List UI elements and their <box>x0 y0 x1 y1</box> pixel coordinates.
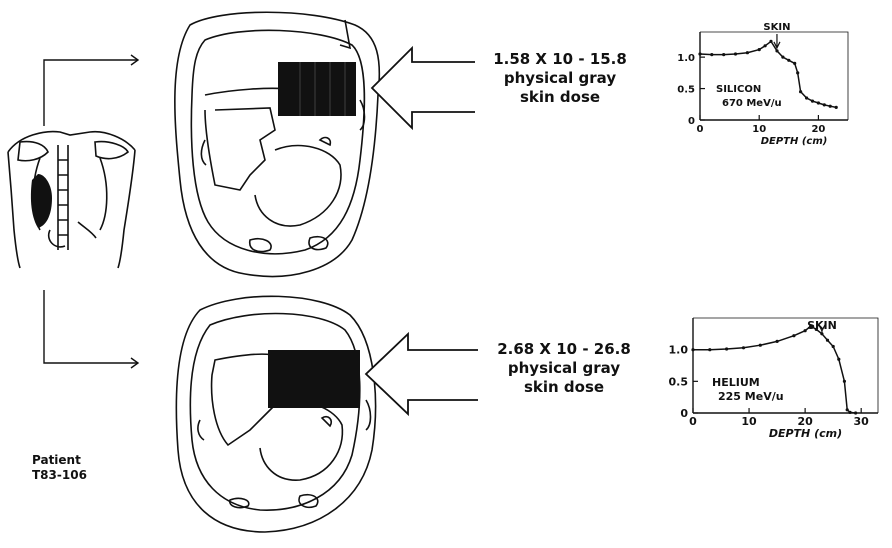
y-tick-label: 0 <box>688 116 695 127</box>
data-point <box>817 101 820 104</box>
x-tick-label: 0 <box>689 415 697 428</box>
data-point <box>708 348 711 351</box>
data-point <box>775 49 778 52</box>
skin-label: SKIN <box>763 22 790 33</box>
data-point <box>837 358 840 361</box>
ct-section-top <box>175 12 380 276</box>
data-point <box>759 344 762 347</box>
y-tick-label: 0.5 <box>677 85 695 96</box>
patient-label-line1: Patient <box>32 453 122 468</box>
dose-label-bottom: 2.68 X 10 - 26.8 physical gray skin dose <box>484 340 644 397</box>
data-point <box>734 52 737 55</box>
ion-energy: 670 MeV/u <box>722 98 782 109</box>
data-point <box>793 62 796 65</box>
data-point <box>691 348 694 351</box>
x-tick-label: 10 <box>741 415 757 428</box>
data-point <box>835 106 838 109</box>
y-tick-label: 0.5 <box>669 375 689 388</box>
dose-note-bottom: skin dose <box>484 378 644 397</box>
data-point <box>698 52 701 55</box>
treatment-field-top <box>278 62 356 116</box>
y-tick-label: 1.0 <box>677 53 695 64</box>
data-point <box>742 346 745 349</box>
patient-label: Patient T83-106 <box>32 453 122 483</box>
patient-id: T83-106 <box>32 468 122 483</box>
lung-tumor-region <box>31 174 52 228</box>
x-axis-label: DEPTH (cm) <box>769 427 842 440</box>
data-point <box>826 339 829 342</box>
data-point <box>746 51 749 54</box>
data-point <box>725 347 728 350</box>
beam-arrow-top <box>372 48 475 128</box>
data-point <box>823 103 826 106</box>
data-point <box>722 53 725 56</box>
ion-energy: 225 MeV/u <box>718 390 784 403</box>
x-tick-label: 30 <box>854 415 870 428</box>
x-tick-label: 0 <box>697 124 704 135</box>
data-point <box>710 53 713 56</box>
data-point <box>758 48 761 51</box>
data-point <box>811 100 814 103</box>
x-axis-label: DEPTH (cm) <box>761 136 828 147</box>
ion-name: SILICON <box>716 84 761 95</box>
x-tick-label: 10 <box>752 124 766 135</box>
ct-section-bottom <box>176 296 375 532</box>
data-point <box>829 105 832 108</box>
data-point <box>787 59 790 62</box>
dose-note-top: skin dose <box>480 88 640 107</box>
dose-unit-top: physical gray <box>480 69 640 88</box>
x-tick-label: 20 <box>811 124 825 135</box>
data-point <box>769 40 772 43</box>
dose-value-bottom: 2.68 X 10 - 26.8 <box>484 340 644 359</box>
data-point <box>764 44 767 47</box>
data-point <box>848 411 851 414</box>
y-tick-label: 1.0 <box>669 344 689 357</box>
data-point <box>846 408 849 411</box>
dose-value-top: 1.58 X 10 - 15.8 <box>480 50 640 69</box>
data-point <box>796 71 799 74</box>
data-point <box>854 411 857 414</box>
y-tick-label: 0 <box>680 407 688 420</box>
data-point <box>843 380 846 383</box>
beam-arrow-bottom <box>366 334 478 414</box>
data-point <box>832 345 835 348</box>
data-point <box>792 334 795 337</box>
dose-unit-bottom: physical gray <box>484 359 644 378</box>
torso-illustration <box>8 132 135 268</box>
data-point <box>799 90 802 93</box>
data-point <box>805 96 808 99</box>
data-point <box>776 340 779 343</box>
treatment-field-bottom <box>268 350 360 408</box>
ion-name: HELIUM <box>712 376 760 389</box>
data-point <box>781 56 784 59</box>
dose-label-top: 1.58 X 10 - 15.8 physical gray skin dose <box>480 50 640 107</box>
